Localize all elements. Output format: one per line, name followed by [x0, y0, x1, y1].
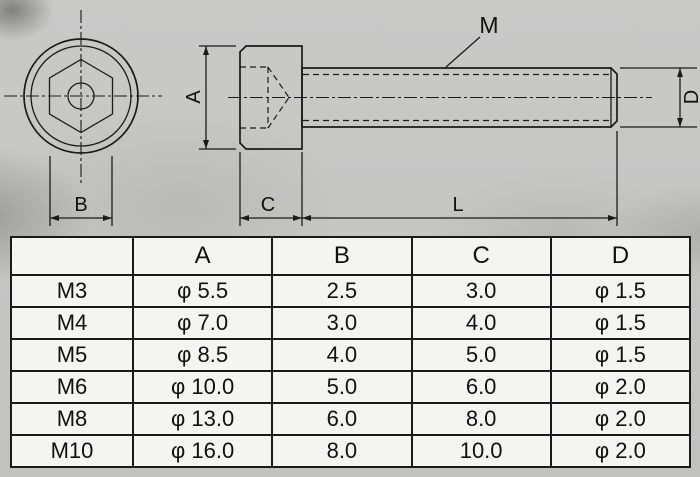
- table-row-m6: M6 φ 10.0 5.0 6.0 φ 2.0: [10, 370, 692, 404]
- size-cell: M8: [10, 402, 134, 436]
- dim-label-a: A: [183, 90, 205, 104]
- value-cell: φ 1.5: [549, 338, 692, 372]
- value-cell: 8.0: [410, 402, 552, 436]
- size-cell: M3: [10, 274, 134, 308]
- dimension-table: A B C D M3 φ 5.5 2.5 3.0 φ 1.5 M4 φ 7.0 …: [10, 236, 692, 468]
- size-cell: M6: [10, 370, 134, 404]
- size-cell: M4: [10, 306, 134, 340]
- header-cell-d: D: [549, 236, 692, 276]
- value-cell: 6.0: [271, 402, 413, 436]
- value-cell: 10.0: [410, 434, 552, 468]
- dim-a: A: [183, 45, 236, 150]
- thread-size-label: M: [479, 12, 498, 38]
- technical-drawing: B M: [4, 10, 700, 226]
- table-row-m5: M5 φ 8.5 4.0 5.0 φ 1.5: [10, 338, 692, 372]
- dim-label-b: B: [74, 194, 87, 216]
- value-cell: φ 13.0: [131, 402, 274, 436]
- table-header-row: A B C D: [10, 236, 692, 276]
- value-cell: φ 7.0: [131, 306, 274, 340]
- table-row-m8: M8 φ 13.0 6.0 8.0 φ 2.0: [10, 402, 692, 436]
- dim-label-d: D: [681, 90, 700, 104]
- value-cell: 5.0: [271, 370, 413, 404]
- value-cell: φ 16.0: [131, 434, 274, 468]
- value-cell: φ 8.5: [131, 338, 274, 372]
- value-cell: φ 2.0: [549, 434, 692, 468]
- thread-callout: M: [445, 12, 499, 68]
- header-cell-a: A: [131, 236, 274, 276]
- value-cell: 5.0: [410, 338, 552, 372]
- value-cell: 3.0: [271, 306, 413, 340]
- value-cell: φ 2.0: [549, 402, 692, 436]
- table-row-m4: M4 φ 7.0 3.0 4.0 φ 1.5: [10, 306, 692, 340]
- value-cell: 8.0: [271, 434, 413, 468]
- dim-label-c: C: [261, 194, 275, 216]
- dim-label-l: L: [452, 194, 463, 216]
- front-view: [4, 10, 162, 186]
- header-cell-size: [10, 236, 134, 276]
- side-view: [228, 45, 652, 150]
- dim-c: C: [239, 152, 303, 226]
- table-row-m3: M3 φ 5.5 2.5 3.0 φ 1.5: [10, 274, 692, 308]
- value-cell: φ 5.5: [131, 274, 274, 308]
- value-cell: φ 1.5: [549, 274, 692, 308]
- table-row-m10: M10 φ 16.0 8.0 10.0 φ 2.0: [10, 434, 692, 468]
- header-cell-b: B: [271, 236, 413, 276]
- value-cell: 3.0: [410, 274, 552, 308]
- header-cell-c: C: [410, 236, 552, 276]
- size-cell: M5: [10, 338, 134, 372]
- dim-b: B: [49, 156, 113, 226]
- dim-d: D: [620, 67, 700, 128]
- value-cell: 4.0: [410, 306, 552, 340]
- value-cell: 6.0: [410, 370, 552, 404]
- size-cell: M10: [10, 434, 134, 468]
- value-cell: 4.0: [271, 338, 413, 372]
- dim-l: L: [302, 131, 618, 226]
- value-cell: φ 10.0: [131, 370, 274, 404]
- value-cell: 2.5: [271, 274, 413, 308]
- value-cell: φ 1.5: [549, 306, 692, 340]
- value-cell: φ 2.0: [549, 370, 692, 404]
